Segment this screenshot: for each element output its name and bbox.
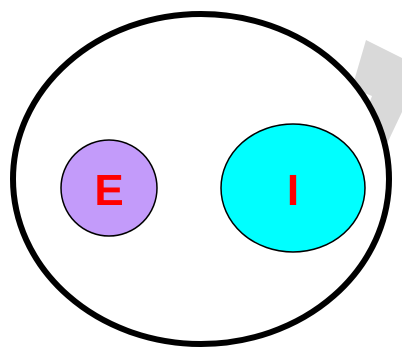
- set-i: I: [220, 123, 366, 253]
- universe-ellipse: [10, 11, 392, 347]
- set-e: E: [60, 139, 158, 237]
- set-e-label: E: [94, 166, 123, 215]
- set-i-label: I: [287, 166, 299, 215]
- set-i-ellipse: [220, 123, 366, 253]
- set-e-circle: [60, 139, 158, 237]
